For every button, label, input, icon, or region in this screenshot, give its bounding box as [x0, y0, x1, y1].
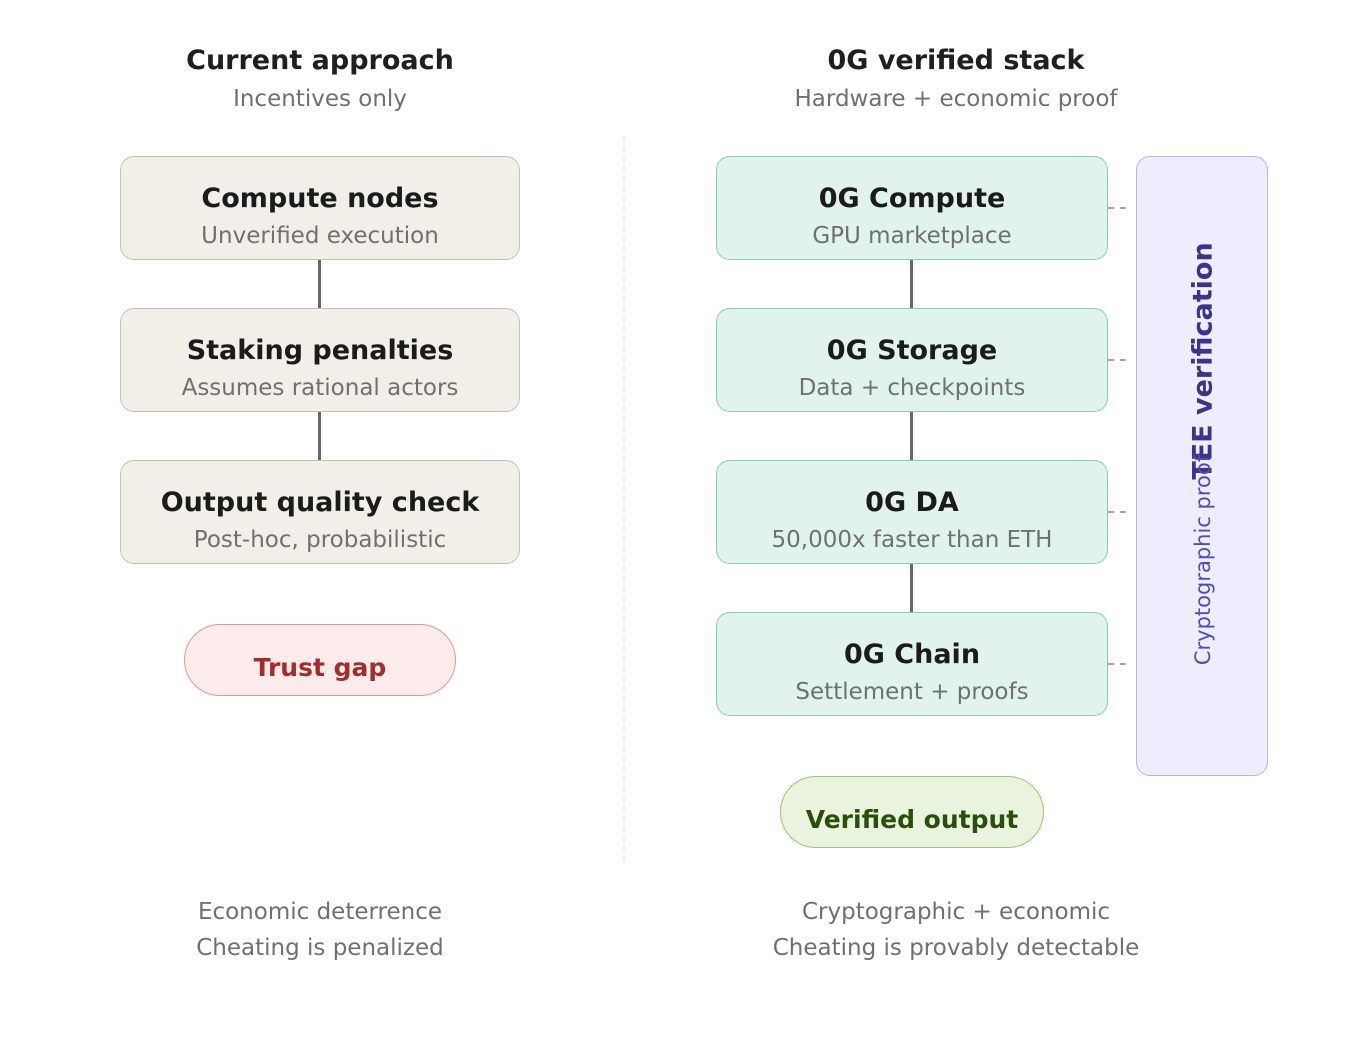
left-footer-line-1: Economic deterrence	[197, 899, 443, 925]
staking-penalties-box: Staking penalties Assumes rational actor…	[120, 308, 520, 412]
tee-dashed-connector	[1108, 207, 1126, 209]
box-subtitle: Settlement + proofs	[795, 679, 1029, 705]
left-column-subtitle: Incentives only	[233, 86, 407, 112]
tee-dashed-connector	[1108, 663, 1126, 665]
verified-output-pill: Verified output	[780, 776, 1044, 848]
connector-line	[910, 412, 913, 460]
column-divider	[623, 136, 625, 862]
tee-panel-subtitle: Cryptographic proof	[1191, 454, 1215, 666]
box-title: 0G DA	[865, 487, 959, 518]
box-subtitle: Unverified execution	[201, 223, 439, 249]
tee-dashed-connector	[1108, 511, 1126, 513]
box-title: Compute nodes	[201, 183, 439, 214]
box-subtitle: 50,000x faster than ETH	[771, 527, 1053, 553]
0g-da-box: 0G DA 50,000x faster than ETH	[716, 460, 1108, 564]
tee-panel-title: TEE verification	[1187, 242, 1219, 480]
box-subtitle: Assumes rational actors	[181, 375, 459, 401]
tee-dashed-connector	[1108, 359, 1126, 361]
compute-nodes-box: Compute nodes Unverified execution	[120, 156, 520, 260]
right-footer-line-2: Cheating is provably detectable	[772, 935, 1140, 961]
right-footer-line-1: Cryptographic + economic	[801, 899, 1111, 925]
tee-verification-panel: TEE verification Cryptographic proof	[1136, 156, 1268, 776]
0g-chain-box: 0G Chain Settlement + proofs	[716, 612, 1108, 716]
box-subtitle: Post-hoc, probabilistic	[193, 527, 447, 553]
0g-storage-box: 0G Storage Data + checkpoints	[716, 308, 1108, 412]
box-title: 0G Storage	[826, 335, 998, 366]
right-column-title: 0G verified stack	[827, 45, 1085, 76]
0g-compute-box: 0G Compute GPU marketplace	[716, 156, 1108, 260]
connector-line	[318, 412, 321, 460]
left-column-title: Current approach	[186, 45, 454, 76]
box-title: 0G Compute	[818, 183, 1006, 214]
box-title: 0G Chain	[843, 639, 981, 670]
connector-line	[318, 260, 321, 308]
connector-line	[910, 260, 913, 308]
trust-gap-pill: Trust gap	[184, 624, 456, 696]
box-title: Output quality check	[160, 487, 480, 518]
right-column-subtitle: Hardware + economic proof	[794, 86, 1118, 112]
box-subtitle: GPU marketplace	[812, 223, 1012, 249]
connector-line	[910, 564, 913, 612]
box-subtitle: Data + checkpoints	[798, 375, 1026, 401]
left-footer-line-2: Cheating is penalized	[196, 935, 444, 961]
output-quality-check-box: Output quality check Post-hoc, probabili…	[120, 460, 520, 564]
box-title: Staking penalties	[186, 335, 454, 366]
